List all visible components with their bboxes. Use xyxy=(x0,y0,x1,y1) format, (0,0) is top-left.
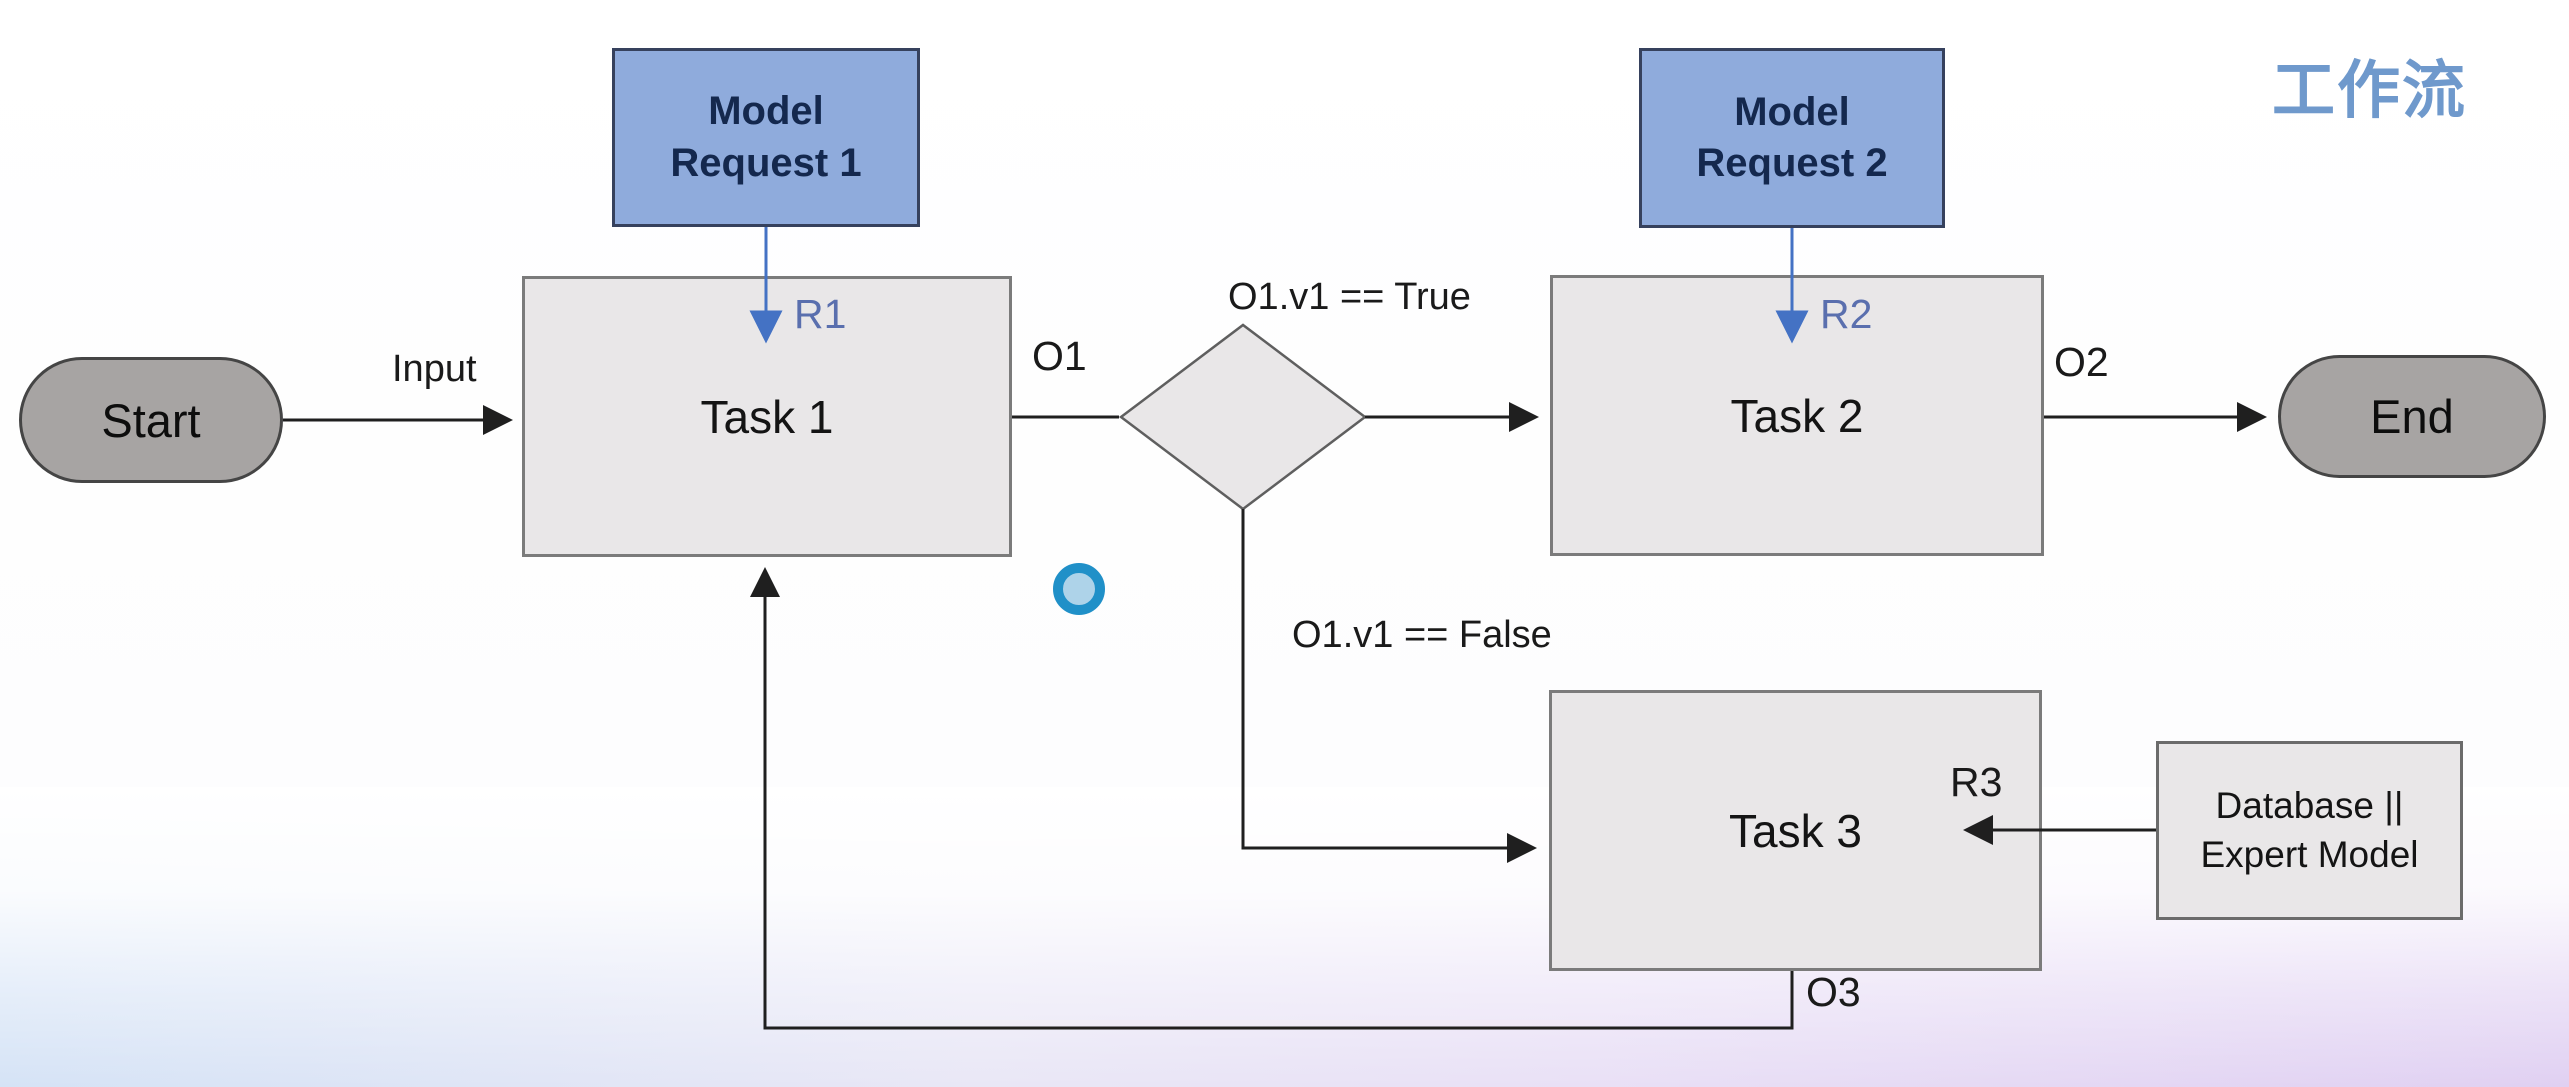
model-request-2-node: Model Request 2 xyxy=(1639,48,1945,228)
end-node: End xyxy=(2278,355,2546,478)
input-edge-label: Input xyxy=(392,348,477,390)
condition-false-label: O1.v1 == False xyxy=(1292,614,1552,656)
database-label-line2: Expert Model xyxy=(2200,833,2419,875)
cursor-dot xyxy=(1053,563,1105,615)
bottom-gradient-glow xyxy=(0,787,2569,1087)
decision-diamond xyxy=(1118,323,1368,511)
model-request-1-label-line1: Model xyxy=(708,89,824,134)
o1-edge-label: O1 xyxy=(1032,333,1087,379)
model-request-1-label-line2: Request 1 xyxy=(670,140,862,185)
workflow-title: 工作流 xyxy=(2272,56,2467,126)
start-node-label: Start xyxy=(101,393,201,447)
task3-node-label: Task 3 xyxy=(1729,804,1862,857)
model-request-2-label-line2: Request 2 xyxy=(1696,141,1888,185)
condition-true-label: O1.v1 == True xyxy=(1228,276,1471,318)
edge-o3-loop-arrow xyxy=(750,567,1794,1030)
model-request-1-node: Model Request 1 xyxy=(612,48,920,227)
model-request-2-label-line1: Model xyxy=(1734,89,1850,134)
start-node: Start xyxy=(19,357,283,483)
r3-edge-label: R3 xyxy=(1950,759,2003,805)
edge-false-arrow xyxy=(1241,509,1537,863)
r1-edge-label: R1 xyxy=(794,291,847,337)
task1-node-label: Task 1 xyxy=(700,390,834,443)
end-node-label: End xyxy=(2370,390,2454,443)
o3-edge-label: O3 xyxy=(1806,969,1861,1015)
o2-edge-label: O2 xyxy=(2054,339,2109,385)
task3-node: Task 3 xyxy=(1549,690,2042,971)
r2-edge-label: R2 xyxy=(1820,291,1873,337)
database-expert-model-node: Database || Expert Model xyxy=(2156,741,2463,920)
database-label-line1: Database || xyxy=(2215,784,2404,826)
task2-node-label: Task 2 xyxy=(1730,389,1864,442)
